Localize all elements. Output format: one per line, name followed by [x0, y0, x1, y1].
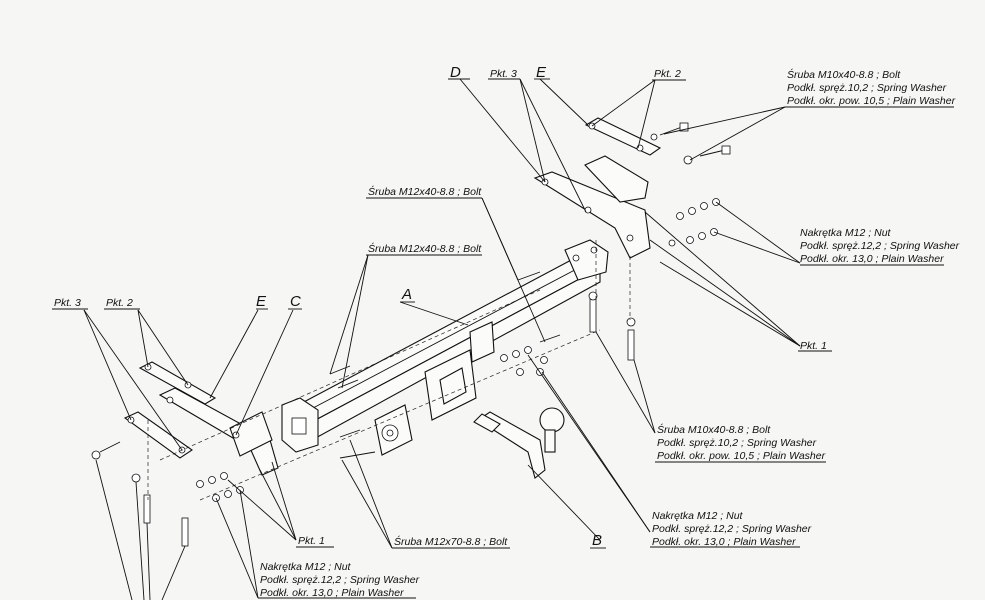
label-pkt1-right: Pkt. 1 [800, 340, 827, 352]
assembly-axes [147, 240, 631, 501]
label-part-b: B [592, 532, 602, 549]
callout-bolt-m10-top-2: Podkł. spręż.10,2 ; Spring Washer [787, 82, 947, 94]
label-part-e-right: E [536, 64, 547, 81]
callout-nut-mid-2: Podkł. spręż.12,2 ; Spring Washer [652, 523, 812, 535]
right-plate-e [584, 117, 662, 156]
label-pkt1-left: Pkt. 1 [298, 535, 325, 547]
left-bracket-c [158, 387, 279, 476]
callout-nut-left-3: Podkł. okr. 13,0 ; Plain Washer [260, 587, 404, 599]
labels: D Pkt. 3 E Pkt. 2 Śruba M10x40-8.8 ; Bol… [54, 64, 960, 599]
label-part-a: A [401, 286, 412, 303]
label-pkt2-left: Pkt. 2 [106, 297, 133, 309]
label-part-d: D [450, 64, 461, 81]
left-plate-pkt3 [123, 411, 193, 459]
callout-bolt-m10-mid-1: Śruba M10x40-8.8 ; Bolt [657, 423, 771, 436]
callout-nut-left-2: Podkł. spręż.12,2 ; Spring Washer [260, 574, 420, 586]
crossbar-a [281, 239, 609, 453]
callout-bolt-m12-b: Śruba M12x40-8.8 ; Bolt [368, 242, 482, 255]
label-part-c: C [290, 293, 301, 310]
label-part-e-left: E [256, 293, 267, 310]
label-pkt3-right: Pkt. 3 [490, 68, 517, 80]
callout-nut-right-1: Nakrętka M12 ; Nut [800, 227, 892, 239]
callout-bolt-m10-mid-2: Podkł. spręż.10,2 ; Spring Washer [657, 437, 817, 449]
callout-bolt-m10-top-3: Podkł. okr. pow. 10,5 ; Plain Washer [787, 95, 956, 107]
callout-nut-mid-1: Nakrętka M12 ; Nut [652, 510, 744, 522]
fasteners [91, 122, 731, 547]
socket-plate [374, 349, 477, 456]
callout-bolt-m10-top-1: Śruba M10x40-8.8 ; Bolt [787, 68, 901, 81]
callout-nut-mid-3: Podkł. okr. 13,0 ; Plain Washer [652, 536, 796, 548]
label-pkt2-right: Pkt. 2 [654, 68, 681, 80]
callout-nut-right-3: Podkł. okr. 13,0 ; Plain Washer [800, 253, 944, 265]
leader-lines [52, 78, 954, 600]
label-pkt3-left: Pkt. 3 [54, 297, 81, 309]
callout-nut-left-1: Nakrętka M12 ; Nut [260, 561, 352, 573]
tow-ball-b [473, 407, 565, 479]
callout-bolt-m12-a: Śruba M12x40-8.8 ; Bolt [368, 185, 482, 198]
callout-nut-right-2: Podkł. spręż.12,2 ; Spring Washer [800, 240, 960, 252]
callout-bolt-m12x70: Śruba M12x70-8.8 ; Bolt [394, 535, 508, 548]
callout-bolt-m10-mid-3: Podkł. okr. pow. 10,5 ; Plain Washer [657, 450, 826, 462]
